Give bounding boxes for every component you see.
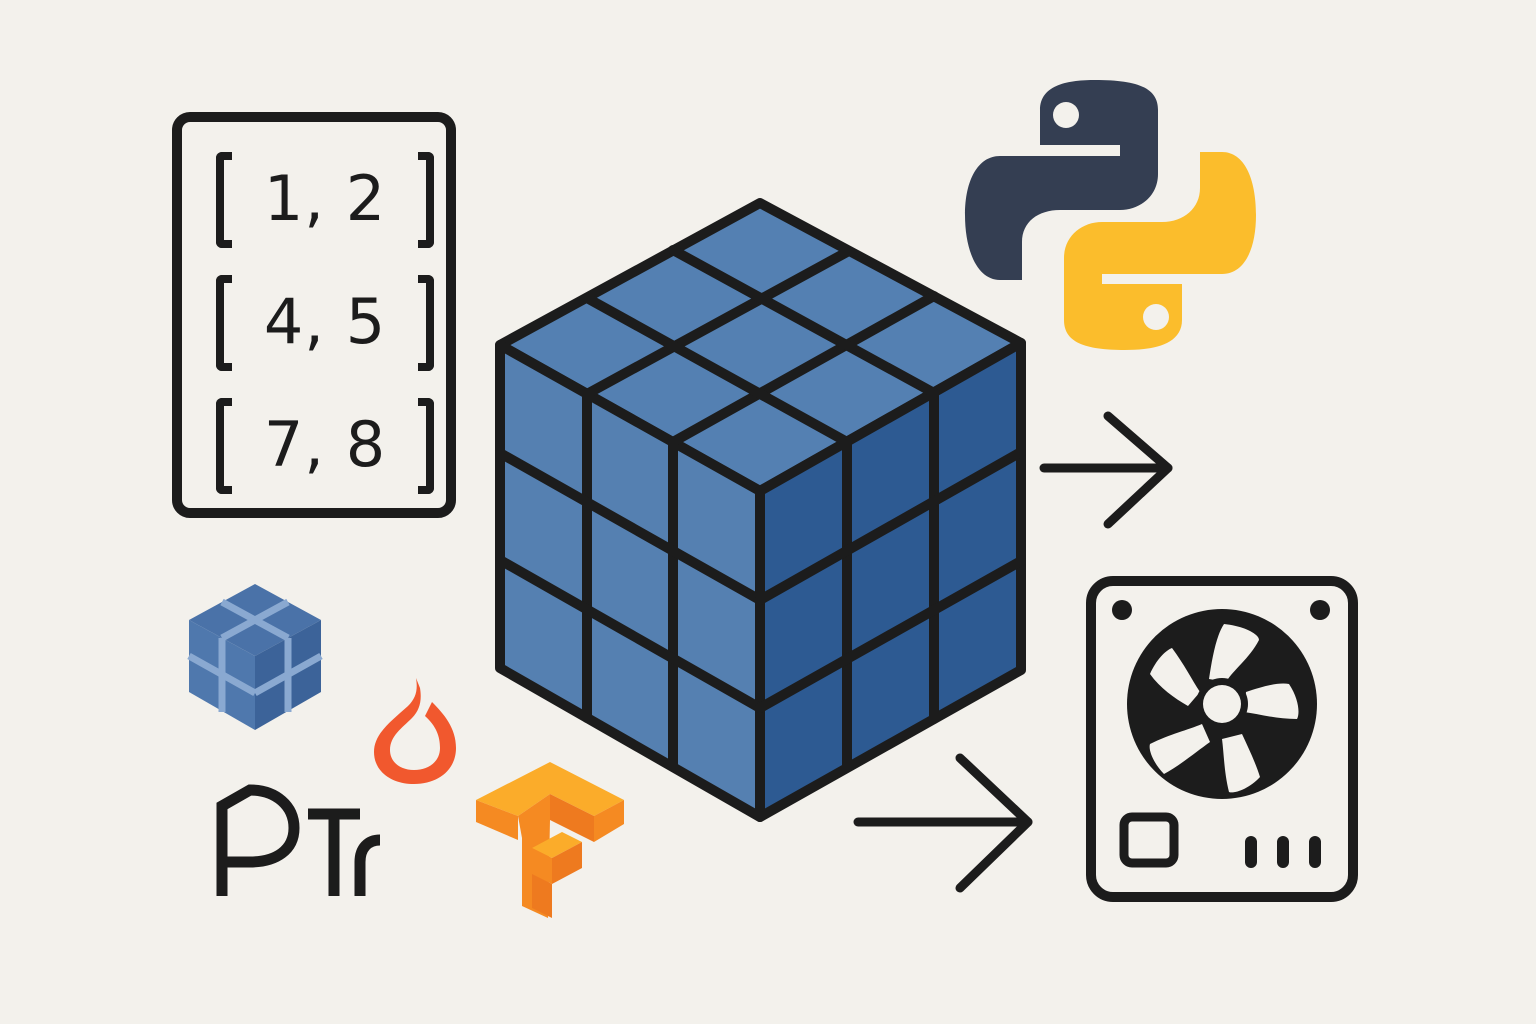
arrow-right-icon <box>853 753 1033 893</box>
small-tensor-cube-icon <box>187 584 323 730</box>
arrow-right-icon <box>1039 411 1173 529</box>
matrix-card: 1, 2 4, 5 7, 8 <box>172 112 456 518</box>
matrix-row: 1, 2 <box>216 152 434 248</box>
matrix-row-text: 1, 2 <box>263 161 387 235</box>
pytorch-flame-icon <box>374 678 456 784</box>
python-logo-icon <box>965 80 1256 350</box>
left-bracket-icon <box>216 398 232 494</box>
gpu-fan-hardware-icon <box>1086 576 1358 902</box>
right-bracket-icon <box>418 275 434 371</box>
matrix-row: 7, 8 <box>216 398 434 494</box>
matrix-row-text: 7, 8 <box>263 407 387 481</box>
left-bracket-icon <box>216 152 232 248</box>
right-bracket-icon <box>418 152 434 248</box>
tensorflow-logo-icon <box>476 762 624 918</box>
matrix-row-text: 4, 5 <box>263 284 387 358</box>
pytorch-wordmark: PTr <box>216 784 381 896</box>
left-bracket-icon <box>216 275 232 371</box>
right-bracket-icon <box>418 398 434 494</box>
matrix-row: 4, 5 <box>216 275 434 371</box>
